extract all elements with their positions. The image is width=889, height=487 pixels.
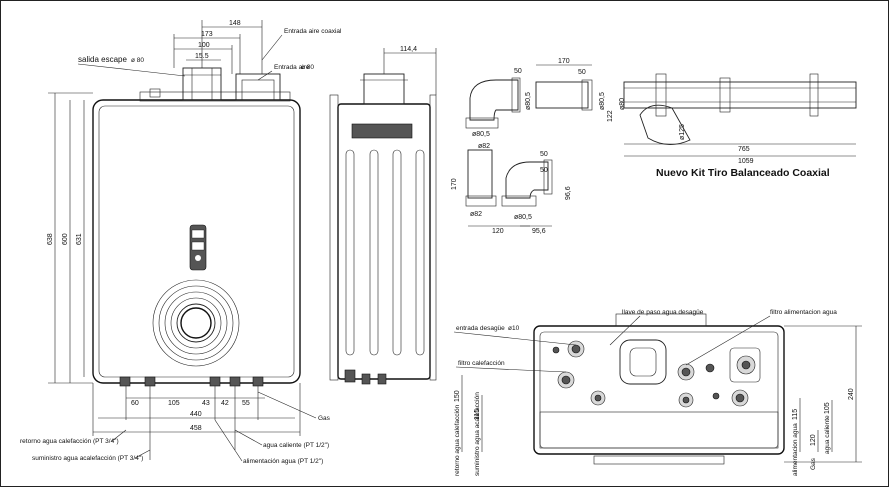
dim-bottom-120: 120 — [810, 434, 817, 446]
label-entrada-aire-dia: ø 80 — [301, 64, 314, 71]
label-entrada-desague-dia: ø10 — [508, 325, 520, 332]
dim-kit-1059: 1059 — [738, 158, 754, 165]
label-entrada-desague: entrada desagüe — [456, 325, 505, 332]
dim-114-4: 114,4 — [400, 46, 417, 53]
front-logo-rings — [152, 279, 240, 367]
dim-440: 440 — [190, 411, 202, 418]
label-retorno: retorno agua calefacción (PT 3/4") — [20, 438, 119, 445]
dim-42: 42 — [221, 400, 229, 407]
label-alimentacion: alimentación agua (PT 1/2") — [243, 458, 323, 465]
elbow-2 — [505, 161, 549, 199]
dim-105: 105 — [168, 400, 180, 407]
label-entrada-aire-coaxial: Entrada aire coaxial — [284, 28, 342, 35]
coaxial-elbow — [639, 104, 691, 145]
top-bracket — [139, 91, 291, 102]
label-agua-caliente-v: agua caliente — [824, 415, 831, 454]
straight-tube — [535, 81, 589, 109]
dim-458: 458 — [190, 425, 202, 432]
kit-tiro-parts: 50 ø80,5 ø80,5 170 50 ø80,5 765 1059 122… — [451, 58, 857, 235]
dim-kit-dia805a: ø80,5 — [472, 131, 490, 138]
dim-kit-dia82a: ø82 — [478, 143, 490, 150]
side-ribs — [345, 149, 425, 356]
dim-kit-122: 122 — [607, 110, 614, 122]
vertical-tube — [467, 149, 493, 199]
dim-bottom-240: 240 — [848, 388, 855, 400]
dim-kit-dia805c: ø80,5 — [599, 92, 606, 110]
dim-100: 100 — [198, 42, 210, 49]
dim-kit-170v: 170 — [451, 178, 458, 190]
dim-bottom-115b: 115 — [792, 409, 799, 420]
dim-kit-dia82b: ø82 — [470, 211, 482, 218]
side-view: 114,4 — [329, 46, 437, 385]
dim-43: 43 — [202, 400, 210, 407]
label-filtro-alimentacion: filtro alimentacion agua — [770, 309, 837, 316]
label-gas-v: Gas — [810, 457, 817, 470]
bottom-connectors — [119, 376, 264, 387]
label-entrada-aire: Entrada aire — [274, 64, 310, 71]
coaxial-tube — [623, 81, 857, 109]
dim-kit-50c: 50 — [540, 151, 548, 158]
dim-kit-dia80: ø80 — [619, 98, 626, 110]
dim-kit-765: 765 — [738, 146, 750, 153]
dim-kit-50d: 50 — [540, 167, 548, 174]
dim-kit-96-6: 96,6 — [565, 186, 572, 200]
dim-bottom-150: 150 — [454, 390, 461, 402]
dim-kit-dia805d: ø80,5 — [514, 214, 532, 221]
dim-kit-dia125: ø125 — [679, 124, 686, 140]
dim-55: 55 — [242, 400, 250, 407]
label-retorno-v: retorno agua calefacción — [454, 404, 461, 476]
dim-kit-dia805b: ø80,5 — [525, 92, 532, 110]
heater-panel — [98, 105, 295, 378]
label-agua-caliente: agua caliente (PT 1/2") — [263, 442, 329, 449]
dim-60: 60 — [131, 400, 139, 407]
label-filtro-calefaccion: filtro calefacción — [458, 360, 505, 367]
label-suministro: suministro agua acalefacción (PT 3/4") — [32, 455, 143, 462]
exhaust-flue — [182, 67, 222, 101]
dim-kit-170: 170 — [558, 58, 570, 65]
dim-148: 148 — [229, 20, 241, 27]
dim-638: 638 — [47, 233, 54, 245]
dim-600: 600 — [62, 233, 69, 245]
dim-kit-50a: 50 — [514, 68, 522, 75]
dim-173: 173 — [201, 31, 213, 38]
kit-title: Nuevo Kit Tiro Balanceado Coaxial — [656, 167, 830, 179]
dim-kit-50b: 50 — [578, 69, 586, 76]
label-salida-escape: salida escape — [78, 55, 127, 64]
label-llave-paso: llave de paso agua desagüe — [622, 309, 704, 316]
label-salida-escape-dia: ø 80 — [131, 57, 144, 64]
dim-bottom-115a: 115 — [474, 409, 481, 420]
label-alimentacion-v: alimentacion agua — [792, 423, 799, 476]
label-gas: Gas — [318, 415, 331, 422]
bottom-panel-window — [619, 339, 667, 385]
side-flue — [363, 73, 405, 105]
air-inlet — [235, 73, 281, 101]
bottom-fittings — [552, 340, 756, 408]
label-suministro-v: suministro agua acalefacción — [474, 392, 481, 476]
dim-bottom-105: 105 — [824, 402, 831, 414]
dim-kit-95-6: 95,6 — [532, 228, 546, 235]
dim-631: 631 — [76, 233, 83, 245]
dim-kit-120: 120 — [492, 228, 504, 235]
front-view: 148 173 100 15.5 salida escape ø 80 Entr… — [20, 20, 342, 465]
bottom-view: entrada desagüe ø10 llave de paso agua d… — [453, 309, 862, 476]
